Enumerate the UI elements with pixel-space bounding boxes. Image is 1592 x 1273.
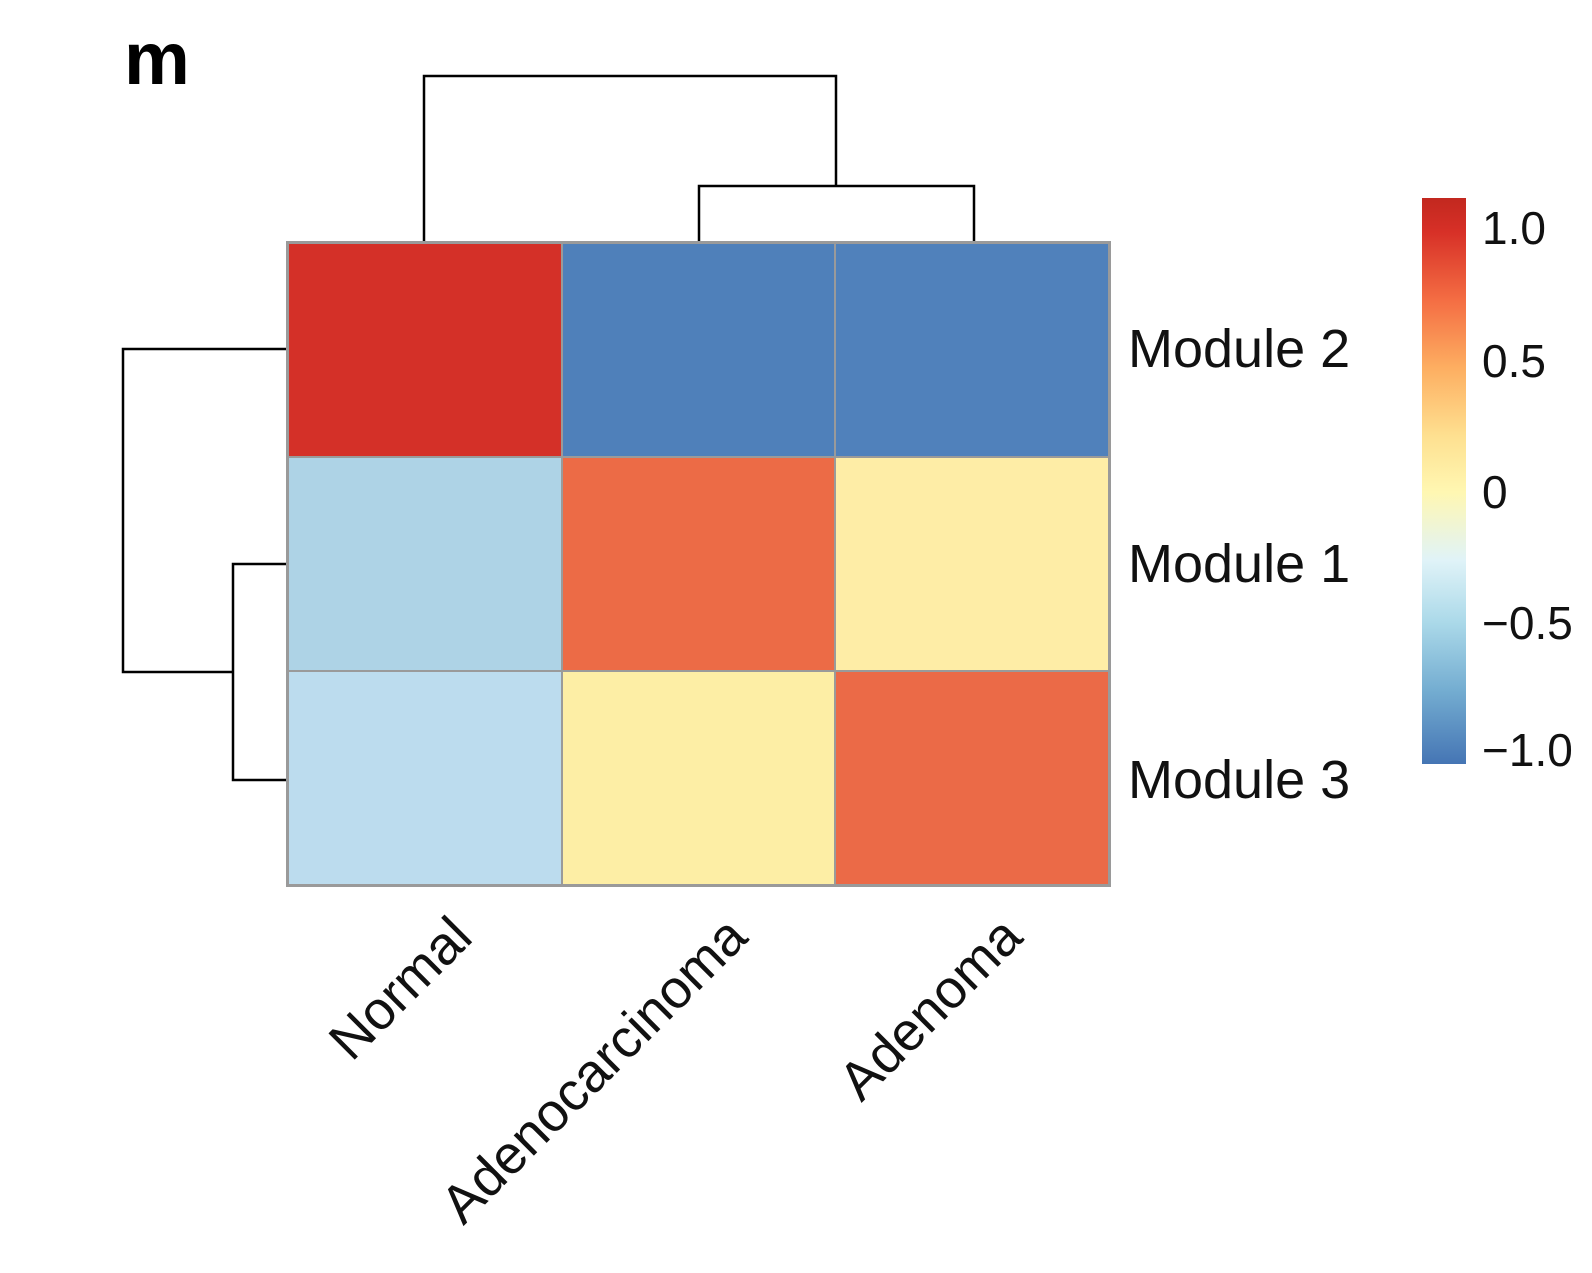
colorbar-gradient [1422,198,1466,764]
panel-label: m [124,17,190,100]
heatmap-cell-r1c2 [836,458,1108,670]
row-label-module-3: Module 3 [1128,750,1351,810]
heatmap-cell-r2c0 [289,672,561,884]
colorbar-tick-1: 1.0 [1482,202,1546,254]
heatmap-cell-r2c1 [562,672,835,884]
heatmap-grid [286,241,1111,887]
colorbar-tick-3: 0 [1482,466,1508,518]
heatmap-cell-r0c0 [289,244,561,456]
heatmap-cell-r2c2 [836,672,1108,884]
row-label-module-1: Module 1 [1128,534,1351,594]
heatmap-cell-r0c2 [836,244,1108,456]
colorbar-tick-4: −0.5 [1482,597,1573,649]
heatmap-cell-r1c0 [289,458,561,670]
colorbar-tick-5: −1.0 [1482,724,1573,776]
row-label-module-2: Module 2 [1128,319,1351,379]
colorbar-tick-2: 0.5 [1482,335,1546,387]
heatmap-cell-r0c1 [562,244,835,456]
heatmap-cell-r1c1 [562,458,835,670]
